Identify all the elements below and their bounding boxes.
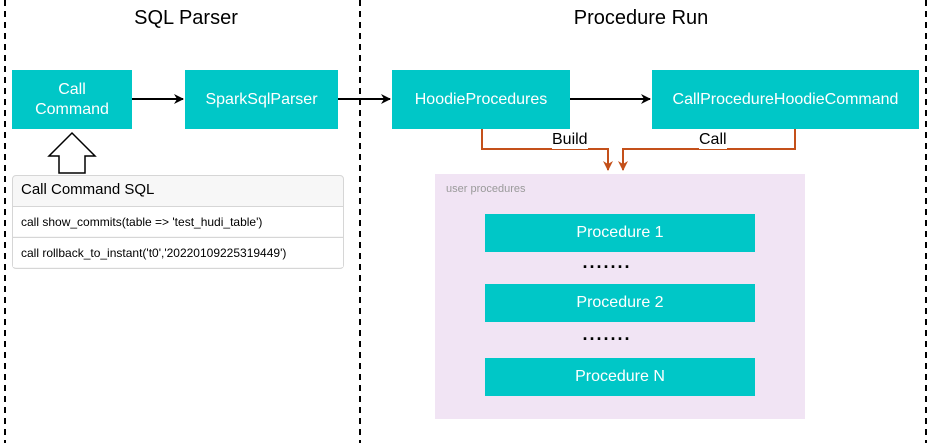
- spark-sql-parser-node: SparkSqlParser: [185, 70, 338, 129]
- hoodie-procedures-node: HoodieProcedures: [392, 70, 570, 129]
- user-procedures-label: user procedures: [446, 183, 526, 195]
- sql-parser-title: SQL Parser: [134, 7, 238, 29]
- call-command-label: Call Command: [35, 80, 109, 118]
- procedure-1-node: Procedure 1: [485, 214, 755, 252]
- call-procedure-command-label: CallProcedureHoodieCommand: [672, 90, 899, 108]
- procedure-2-label: Procedure 2: [576, 294, 664, 311]
- call-edge-label: Call: [699, 131, 727, 149]
- call-command-sql-panel: Call Command SQL call show_commits(table…: [12, 175, 344, 269]
- spark-sql-parser-label: SparkSqlParser: [205, 90, 318, 108]
- ellipsis-2: .......: [582, 324, 632, 344]
- edge-call: [618, 129, 796, 171]
- procedure-1-label: Procedure 1: [576, 224, 664, 241]
- call-command-node: Call Command: [12, 70, 132, 129]
- call-procedure-command-node: CallProcedureHoodieCommand: [652, 70, 919, 129]
- sql-row: call rollback_to_instant('t0','202201092…: [13, 237, 343, 267]
- sql-row: call show_commits(table => 'test_hudi_ta…: [13, 206, 343, 236]
- ellipsis-1: .......: [582, 252, 632, 272]
- hollow-up-arrow: [47, 131, 97, 174]
- procedure-n-node: Procedure N: [485, 358, 755, 396]
- procedure-run-title: Procedure Run: [573, 7, 709, 29]
- procedure-2-node: Procedure 2: [485, 284, 755, 322]
- sql-panel-header: Call Command SQL: [21, 181, 155, 198]
- build-edge-label: Build: [552, 131, 588, 149]
- edge-build: [481, 129, 613, 171]
- hoodie-procedures-label: HoodieProcedures: [414, 90, 548, 108]
- procedure-n-label: Procedure N: [575, 368, 665, 385]
